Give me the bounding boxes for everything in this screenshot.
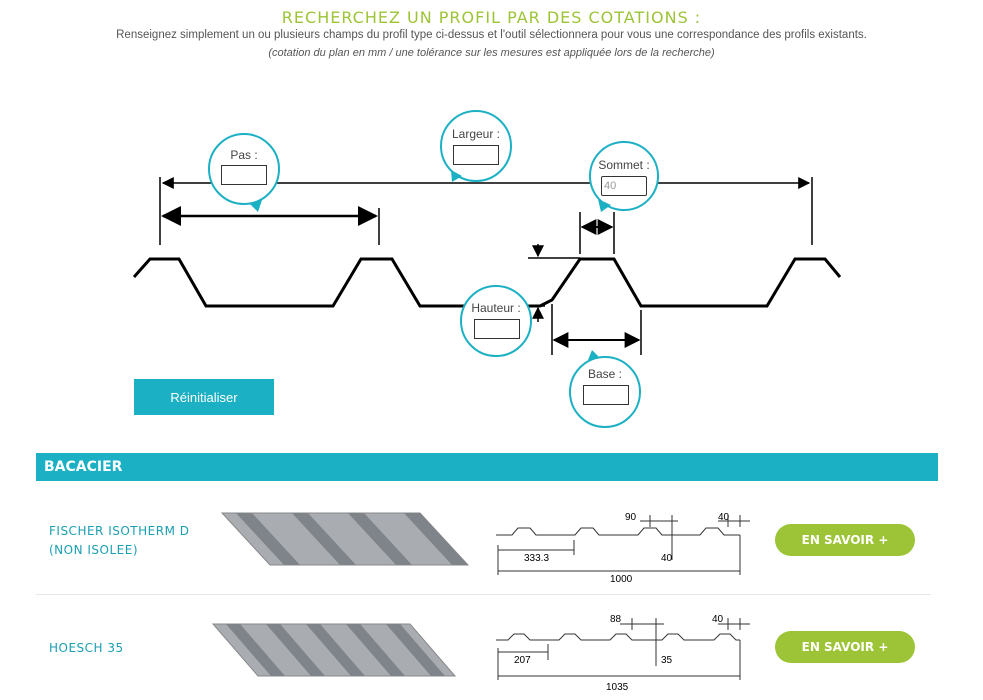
dim-largeur: 1000	[610, 574, 633, 585]
dim-bottom: 40	[661, 553, 673, 564]
hauteur-input[interactable]	[474, 319, 520, 339]
product-name[interactable]: HOESCH 35	[49, 641, 124, 655]
base-input[interactable]	[583, 385, 629, 405]
en-savoir-button[interactable]: EN SAVOIR +	[775, 524, 915, 556]
dim-pas: 333.3	[524, 553, 549, 564]
dim-sommet: 88	[610, 614, 622, 625]
pas-label: Pas :	[230, 148, 258, 162]
sommet-label: Sommet :	[598, 158, 650, 172]
page-subtitle: Renseignez simplement un ou plusieurs ch…	[116, 29, 867, 41]
dim-bottom: 35	[661, 655, 673, 666]
largeur-label: Largeur :	[451, 127, 501, 141]
dim-top-right: 40	[718, 512, 730, 523]
product-divider	[36, 594, 931, 595]
product-drawing-fischer	[496, 515, 750, 575]
section-header: BACACIER	[36, 453, 938, 481]
largeur-input[interactable]	[453, 145, 499, 165]
product-drawing-hoesch	[496, 618, 750, 680]
reset-button[interactable]: Réinitialiser	[134, 379, 274, 415]
hauteur-label: Hauteur :	[471, 301, 521, 315]
base-label: Base :	[587, 367, 623, 381]
dim-sommet: 90	[625, 512, 637, 523]
sommet-input[interactable]	[601, 176, 647, 196]
en-savoir-button[interactable]: EN SAVOIR +	[775, 631, 915, 663]
product-name[interactable]: FISCHER ISOTHERM D (NON ISOLEE)	[49, 524, 190, 557]
product-image-hoesch	[211, 623, 457, 677]
dim-top-right: 40	[712, 614, 724, 625]
page-title: RECHERCHEZ UN PROFIL PAR DES COTATIONS :	[281, 8, 702, 27]
measure-note: (cotation du plan en mm / une tolérance …	[268, 47, 715, 59]
section-title: BACACIER	[44, 459, 123, 475]
pas-input[interactable]	[221, 165, 267, 185]
dim-pas: 207	[514, 655, 531, 666]
product-image-fischer	[220, 512, 470, 566]
dim-largeur: 1035	[606, 682, 629, 693]
